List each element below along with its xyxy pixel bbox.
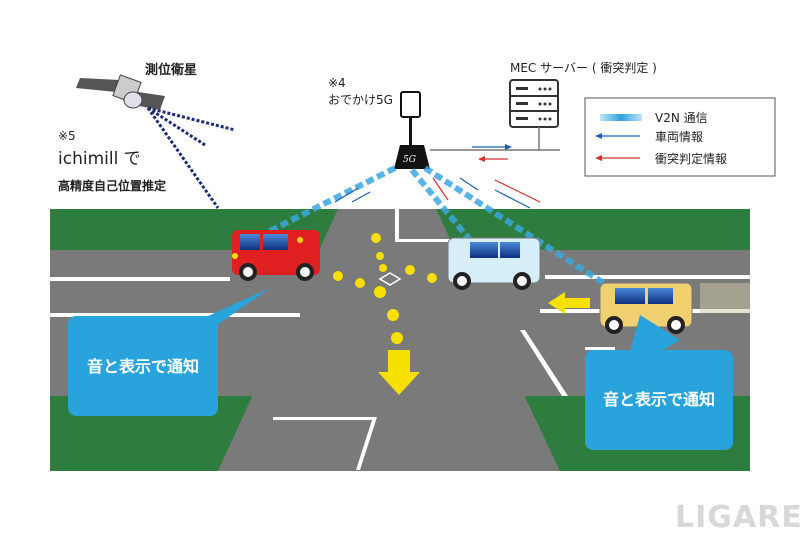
- legend-v2n-swatch: [600, 114, 642, 121]
- note5-line1: ichimill で: [58, 149, 141, 169]
- server-label: MEC サーバー ( 衝突判定 ): [510, 60, 657, 75]
- station-label: おでかけ5G: [328, 93, 393, 107]
- 5g-antenna-icon: [394, 91, 430, 169]
- direction-arrow-down: [378, 350, 420, 395]
- station-badge: 5G: [403, 155, 416, 165]
- bubble-text: 音と表示で通知: [603, 390, 715, 409]
- light-blue-car: [447, 237, 541, 290]
- station-mark: ※4: [328, 76, 346, 90]
- watermark-logo: LIGARE: [675, 500, 800, 533]
- red-car: [232, 230, 320, 281]
- yellow-car: [599, 282, 750, 334]
- direction-arrow-left: [548, 292, 590, 314]
- crossing-point-marker: [378, 272, 402, 286]
- notification-bubble-right: 音と表示で通知: [585, 315, 733, 450]
- beam-arrows: [334, 177, 541, 209]
- mec-server-icon: [509, 79, 559, 150]
- server-link-arrows: [472, 144, 512, 162]
- satellite-label: 測位衛星: [145, 62, 197, 78]
- note5-line2: 高精度自己位置推定: [58, 178, 166, 193]
- notification-bubble-left: 音と表示で通知: [68, 288, 270, 416]
- legend-label: 衝突判定情報: [655, 151, 727, 166]
- legend-label: 車両情報: [655, 130, 703, 144]
- bubble-text: 音と表示で通知: [87, 357, 199, 376]
- legend: V2N 通信 車両情報 衝突判定情報: [584, 97, 776, 177]
- note5-mark: ※5: [58, 129, 76, 143]
- v2n-beams: [266, 165, 632, 303]
- satellite-icon: [76, 74, 236, 209]
- legend-label: V2N 通信: [655, 111, 708, 125]
- path-dots: [333, 233, 437, 344]
